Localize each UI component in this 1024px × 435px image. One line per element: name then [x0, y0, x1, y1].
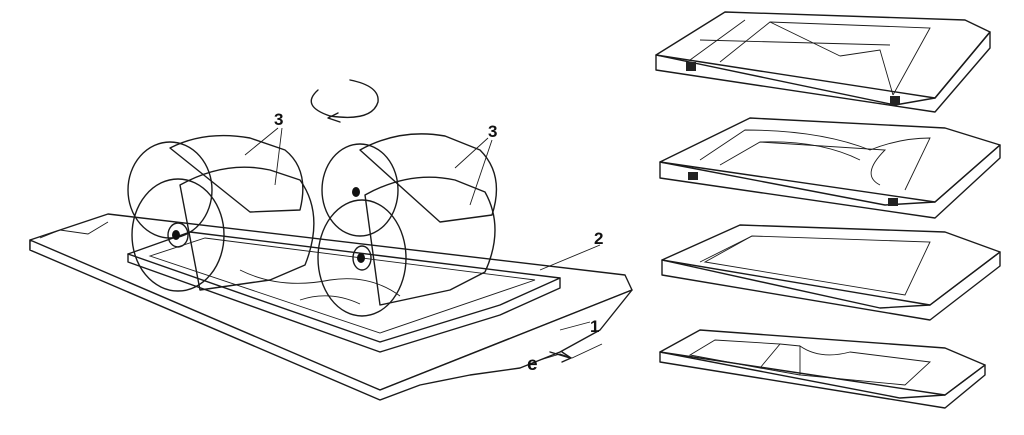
brush-roller-left-rear	[127, 134, 304, 239]
feed-arrow-icon	[549, 351, 572, 363]
brush-roller-right-rear	[321, 133, 498, 237]
panel-slatted	[661, 224, 1001, 321]
brush-roller-left-front	[131, 166, 315, 292]
panel-open-frame	[659, 329, 986, 409]
label-brushes-right: 3	[488, 122, 497, 141]
label-workpiece: 2	[594, 229, 603, 248]
label-feed-direction: e	[527, 354, 538, 375]
leader-lines	[244, 127, 601, 331]
label-table: 1	[590, 317, 599, 336]
brush-roller-right-front	[317, 176, 496, 317]
panel-raised-frame	[655, 11, 991, 113]
panel-arched	[659, 117, 1001, 219]
label-brushes: 3	[274, 110, 283, 129]
rotation-arrow-icon	[310, 79, 379, 123]
